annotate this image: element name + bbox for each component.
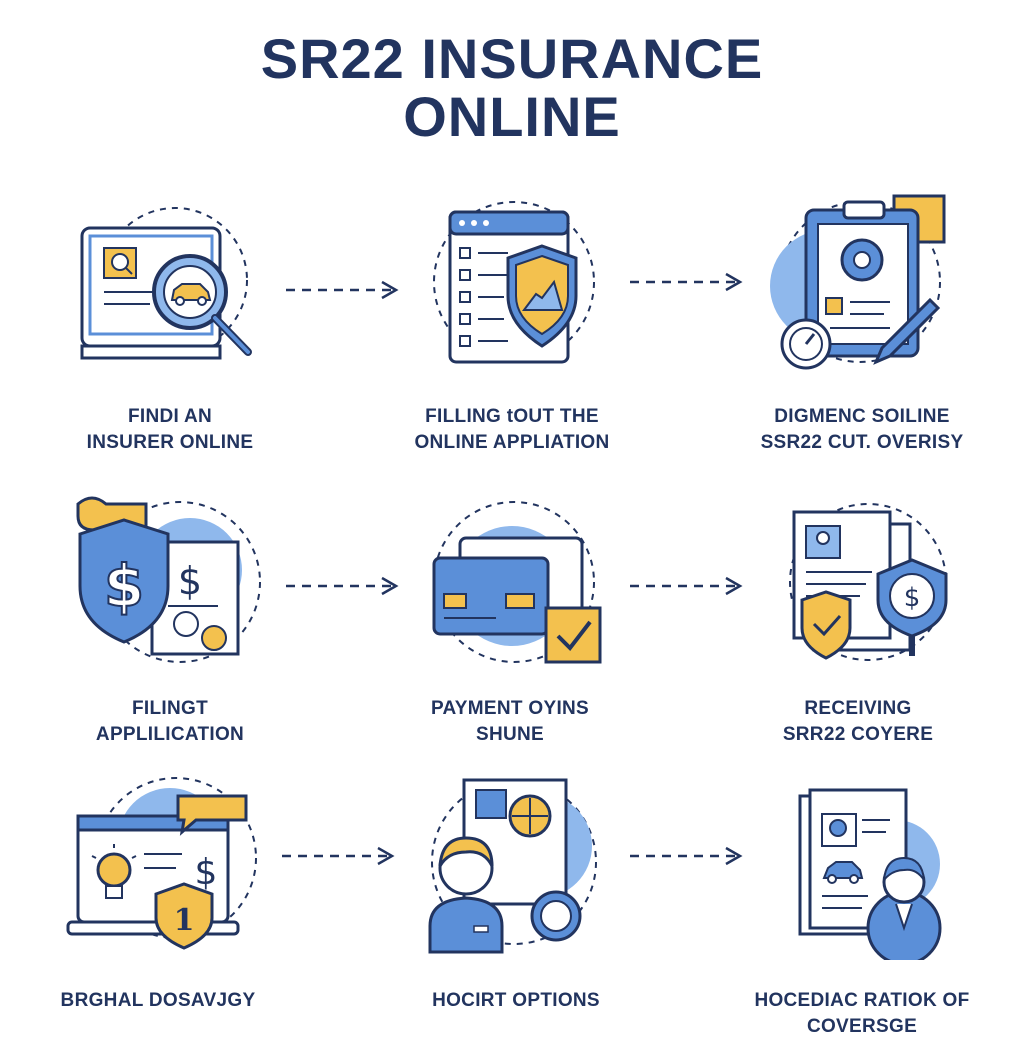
step-9-icon <box>770 780 990 960</box>
step-3-label-line-2: SSR22 CUT. OVERISY <box>760 432 964 453</box>
step-9-label-line-2: COVERSGE <box>806 1016 918 1037</box>
step-8-icon <box>404 776 624 956</box>
arrow-4 <box>626 574 746 598</box>
dollar-shield-document-icon: $ $ <box>76 496 261 663</box>
title-line-2: ONLINE <box>403 85 621 148</box>
arrow-2 <box>626 270 746 294</box>
step-7-label-line-1: BRGHAL DOSAVJGY <box>60 990 256 1011</box>
step-2-label-line-2: ONLINE APPLIATION <box>414 432 610 453</box>
step-9-label-line-1: HOCEDIAC RATIOK OF <box>754 990 970 1011</box>
form-shield-icon <box>433 201 595 364</box>
step-5-icon <box>404 490 624 670</box>
step-1-icon <box>60 200 280 380</box>
arrow-5 <box>278 844 398 868</box>
step-9-label: HOCEDIAC RATIOK OF COVERSGE <box>712 988 1012 1040</box>
arrow-3 <box>282 574 402 598</box>
svg-text:$: $ <box>104 552 144 620</box>
step-3-icon <box>760 190 980 370</box>
step-5-label: PAYMENT OYINS SHUNE <box>360 696 660 748</box>
step-6-icon: $ <box>760 490 980 670</box>
svg-text:1: 1 <box>174 903 195 938</box>
svg-text:$: $ <box>195 852 218 893</box>
step-3-label-line-1: DIGMENC SOILINE <box>774 406 950 427</box>
title-line-1: SR22 INSURANCE <box>260 27 764 90</box>
step-7-label: BRGHAL DOSAVJGY <box>8 988 308 1014</box>
documents-shield-dollar-icon: $ <box>789 503 948 661</box>
arrow-6 <box>626 844 746 868</box>
step-8-label: HOCIRT OPTIONS <box>366 988 666 1014</box>
step-7-icon: $ 1 <box>60 770 280 950</box>
laptop-lightbulb-shield-icon: $ 1 <box>66 777 257 950</box>
document-person-car-icon <box>798 788 942 960</box>
clipboard-gear-pen-icon <box>770 194 946 370</box>
person-document-icon <box>428 778 597 954</box>
svg-text:$: $ <box>904 583 921 613</box>
step-1-label: FINDI AN INSURER ONLINE <box>20 404 320 456</box>
step-8-label-line-1: HOCIRT OPTIONS <box>432 990 600 1011</box>
step-1-label-line-2: INSURER ONLINE <box>86 432 254 453</box>
step-2-label: FILLING tOUT THE ONLINE APPLIATION <box>362 404 662 456</box>
step-4-label: FILINGT APPLILICATION <box>20 696 320 748</box>
step-5-label-line-2: SHUNE <box>475 724 544 745</box>
step-6-label: RECEIVING SRR22 COYERE <box>708 696 1008 748</box>
page-title: SR22 INSURANCE ONLINE <box>0 30 1024 146</box>
step-2-icon <box>404 200 624 380</box>
credit-card-check-icon <box>432 501 602 664</box>
svg-text:$: $ <box>178 559 202 603</box>
arrow-1 <box>282 278 402 302</box>
step-4-label-line-2: APPLILICATION <box>95 724 245 745</box>
laptop-magnifier-car-icon <box>80 207 252 360</box>
step-3-label: DIGMENC SOILINE SSR22 CUT. OVERISY <box>712 404 1012 456</box>
step-5-label-line-1: PAYMENT OYINS <box>430 698 590 719</box>
step-4-icon: $ $ <box>60 490 280 670</box>
step-2-label-line-1: FILLING tOUT THE <box>425 406 599 427</box>
step-1-label-line-1: FINDI AN <box>127 406 213 427</box>
step-6-label-line-2: SRR22 COYERE <box>782 724 934 745</box>
step-4-label-line-1: FILINGT <box>132 698 208 719</box>
step-6-label-line-1: RECEIVING <box>804 698 912 719</box>
